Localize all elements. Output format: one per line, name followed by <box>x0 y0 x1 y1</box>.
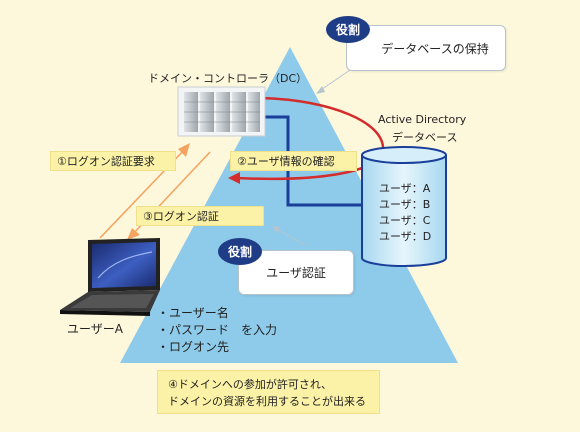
pointer-db-role-head <box>316 86 325 94</box>
user-input-item: ・ログオン先 <box>157 340 230 354</box>
ad-database-cylinder <box>361 146 447 267</box>
ad-title: Active Directory <box>378 113 467 126</box>
pointer-auth-role <box>274 227 306 246</box>
server-racks <box>184 92 260 132</box>
user-input-list: ・ユーザー名 ・パスワード を入力 ・ログオン先 <box>157 305 277 356</box>
auth-role-badge: 役割 <box>218 238 262 265</box>
step-2-label: ②ユーザ情報の確認 <box>230 151 357 171</box>
pointer-auth-role-head <box>272 226 280 233</box>
ad-subtitle: データベース <box>392 131 458 144</box>
db-role-callout: データベースの保持 <box>346 25 506 71</box>
result-note-line: ドメインの資源を利用することが出来る <box>168 395 366 408</box>
result-note-line: ④ドメインへの参加が許可され、 <box>168 378 332 391</box>
step-1-label: ①ログオン認証要求 <box>50 151 176 171</box>
user-input-item: ・ユーザー名 <box>157 306 229 320</box>
ad-user-row: ユーザ：C <box>379 214 431 227</box>
check-arc-head <box>228 172 240 184</box>
ad-user-row: ユーザ：D <box>379 230 432 243</box>
db-role-badge: 役割 <box>326 16 370 43</box>
dc-title: ドメイン・コントローラ（DC） <box>148 72 308 85</box>
arrow-request-head <box>178 143 190 157</box>
auth-role-text: ユーザ認証 <box>266 266 326 280</box>
pointer-db-role <box>317 69 351 93</box>
user-input-item: ・パスワード を入力 <box>157 323 278 337</box>
arrow-auth-head <box>127 228 140 240</box>
step-3-label: ③ログオン認証 <box>136 206 264 226</box>
ad-user-row: ユーザ：B <box>379 198 431 211</box>
result-note: ④ドメインへの参加が許可され、 ドメインの資源を利用することが出来る <box>157 370 380 414</box>
db-role-text: データベースの保持 <box>381 41 489 56</box>
ad-user-row: ユーザ：A <box>379 182 431 195</box>
user-label: ユーザーA <box>67 322 123 336</box>
laptop-icon <box>60 238 160 316</box>
